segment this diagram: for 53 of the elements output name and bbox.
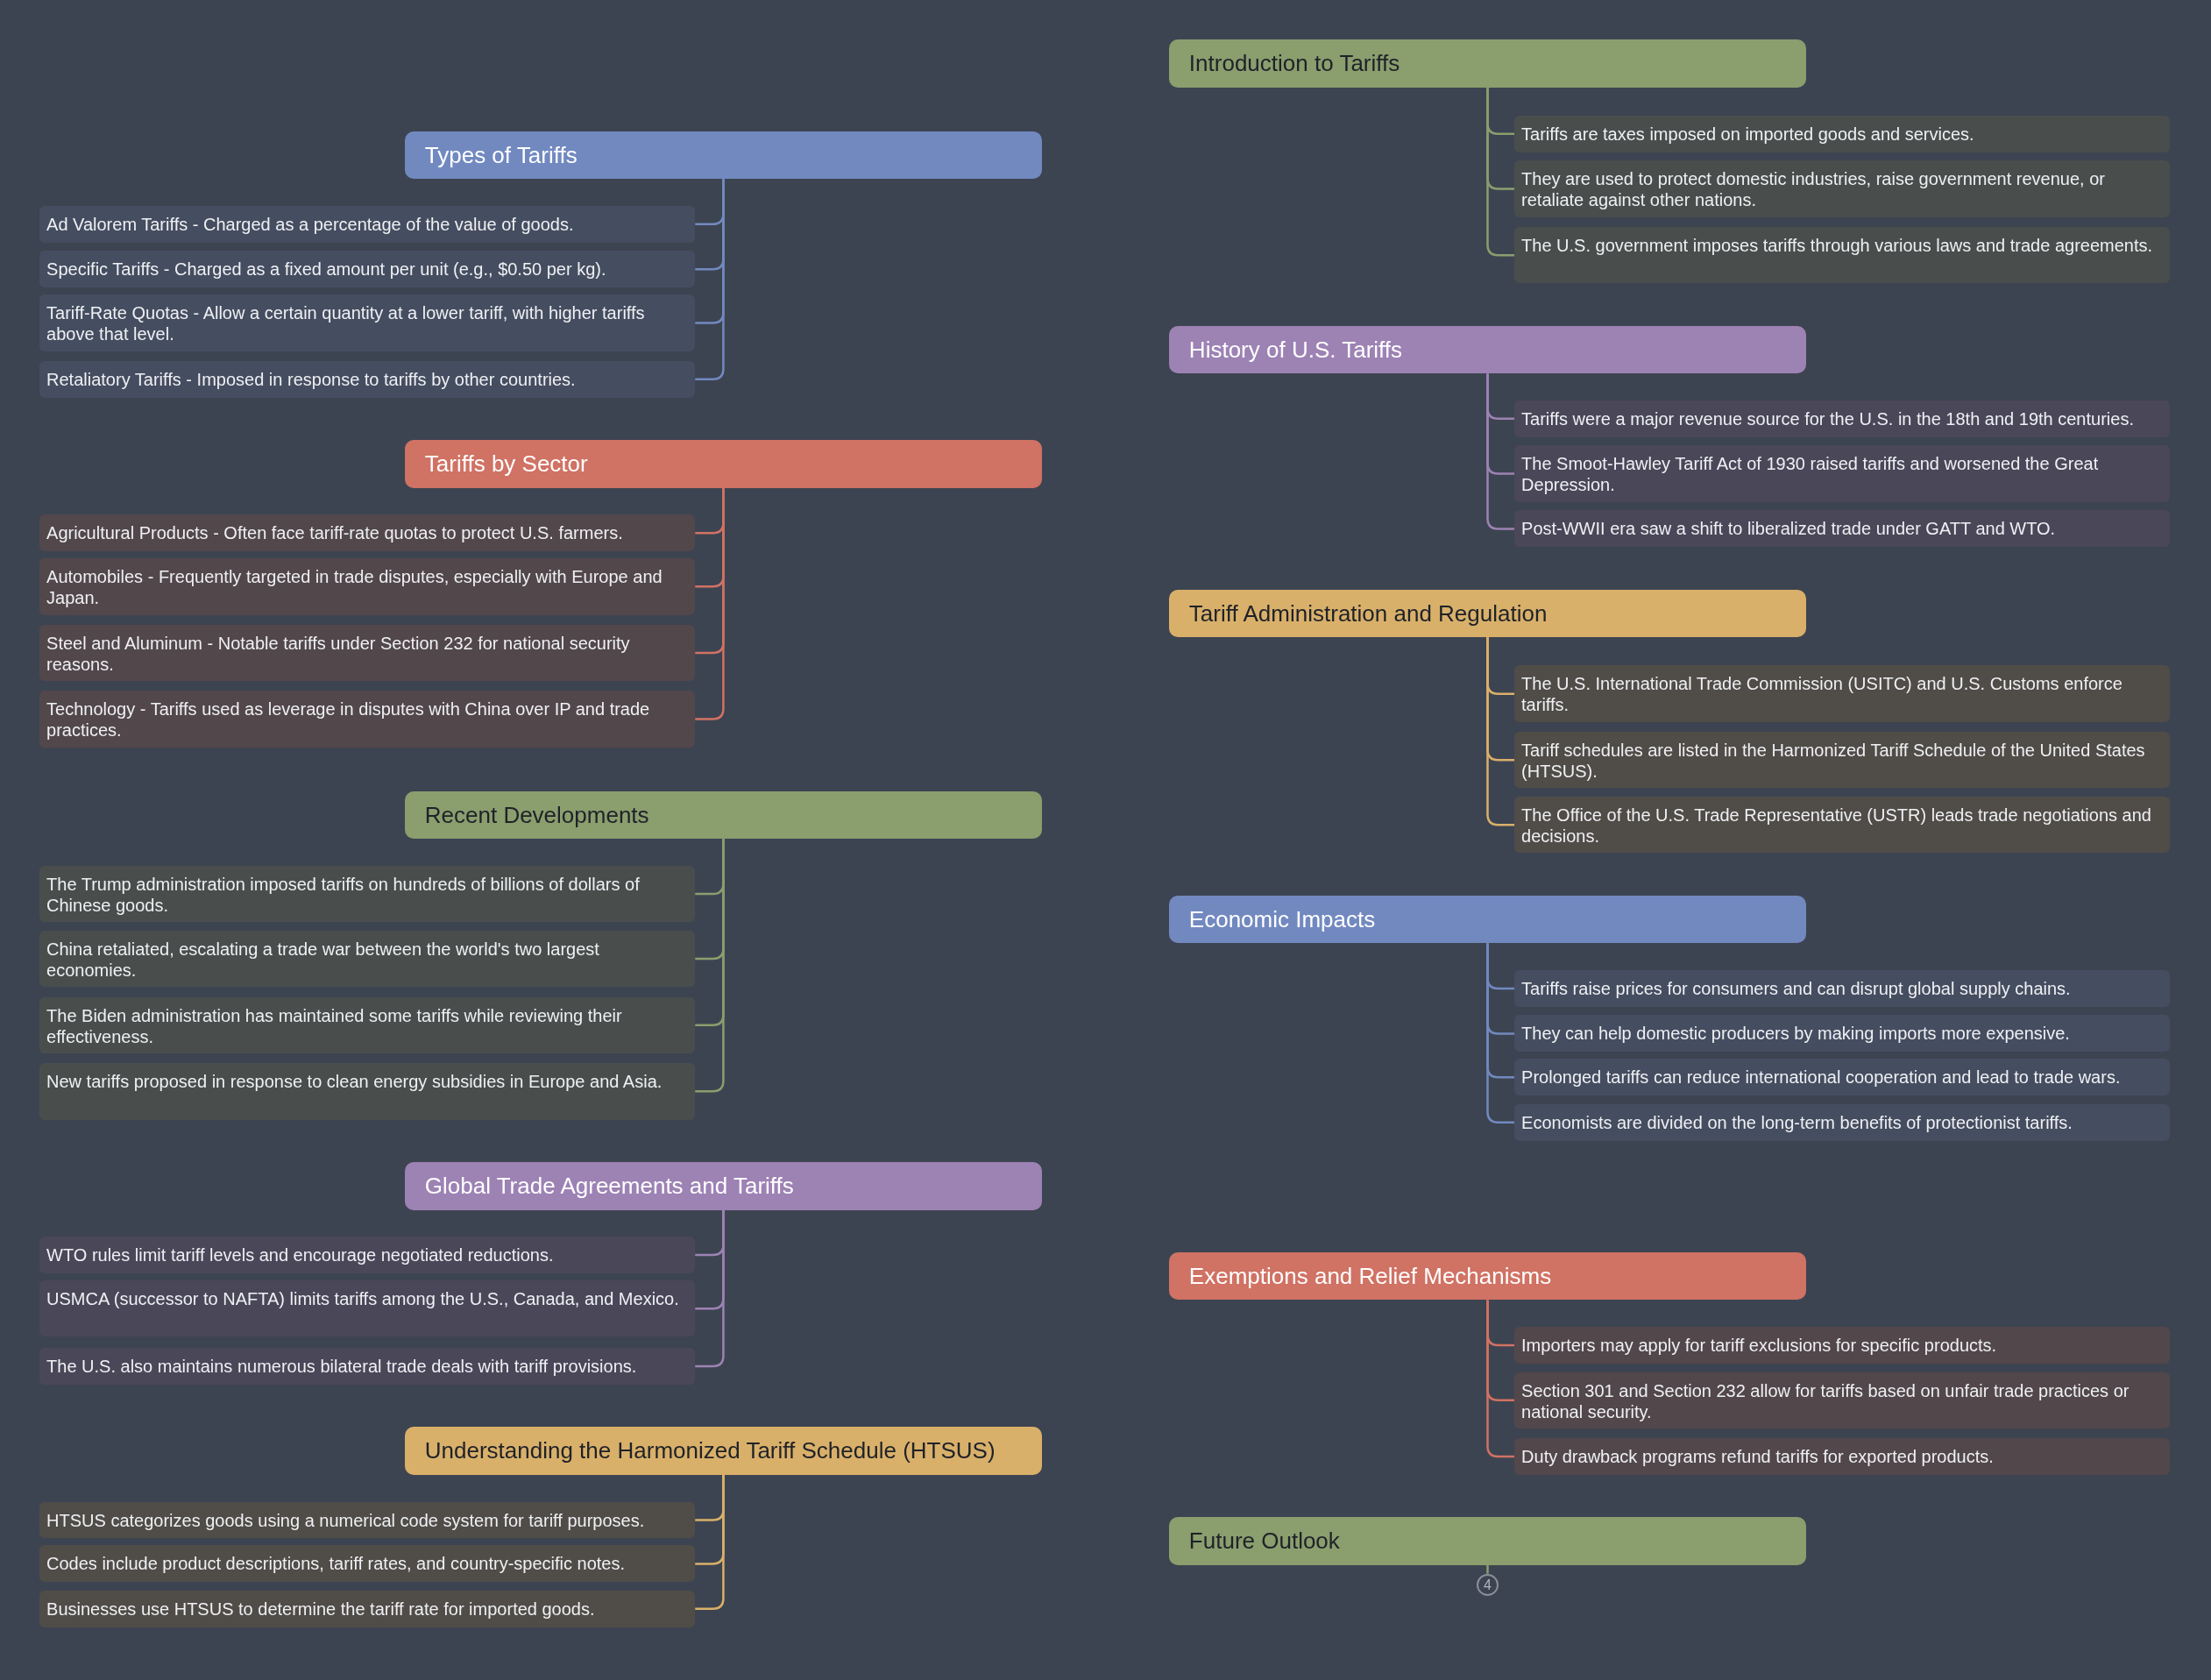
subtopic-box: The Smoot-Hawley Tariff Act of 1930 raised tariffs and worsened the Great Depression. [1514,445,2171,502]
topic-box: Exemptions and Relief Mechanisms [1168,1251,1807,1301]
subtopic-box: Retaliatory Tariffs - Imposed in response to tariffs by other countries. [39,360,696,398]
subtopic-box: The U.S. government imposes tariffs through various laws and trade agreements. [1514,227,2171,284]
topic-box: Future Outlook [1168,1517,1807,1565]
subtopic-box: Ad Valorem Tariffs - Charged as a percentage of the value of goods. [39,205,696,243]
connector-line [1486,943,1515,1124]
subtopic-box: New tariffs proposed in response to clean energy subsidies in Europe and Asia. [39,1063,696,1120]
topic-box: Global Trade Agreements and Tariffs [404,1161,1043,1210]
topic-box: Economic Impacts [1168,895,1807,944]
connector-line [695,1475,725,1611]
subtopic-box: Codes include product descriptions, tariff rates, and country-specific notes. [39,1545,696,1583]
subtopic-box: They are used to protect domestic industries, raise government revenue, or retaliate against other nations. [1514,160,2171,217]
subtopic-box: Technology - Tariffs used as leverage in disputes with China over IP and trade practices. [39,691,696,748]
subtopic-box: Tariffs are taxes imposed on imported goods and services. [1514,115,2171,152]
topic-box: Types of Tariffs [404,131,1043,180]
subtopic-box: Tariffs raise prices for consumers and can disrupt global supply chains. [1514,970,2171,1007]
subtopic-box: USMCA (successor to NAFTA) limits tariffs among the U.S., Canada, and Mexico. [39,1279,696,1337]
subtopic-box: The Office of the U.S. Trade Representative (USTR) leads trade negotiations and decisions. [1514,797,2171,854]
subtopic-box: HTSUS categorizes goods using a numerical code system for tariff purposes. [39,1501,696,1539]
subtopic-box: Agricultural Products - Often face tariff-rate quotas to protect U.S. farmers. [39,514,696,552]
subtopic-box: Tariff-Rate Quotas - Allow a certain quantity at a lower tariff, with higher tariffs above that level. [39,294,696,351]
connector-line [695,1209,725,1368]
subtopic-box: Steel and Aluminum - Notable tariffs under Section 232 for national security reasons. [39,624,696,682]
subtopic-box: Post-WWII era saw a shift to liberalized trade under GATT and WTO. [1514,510,2171,548]
collapsed-count-badge: 4 [1476,1573,1499,1597]
subtopic-box: The U.S. International Trade Commission (USITC) and U.S. Customs enforce tariffs. [1514,665,2171,722]
subtopic-box: Specific Tariffs - Charged as a fixed amount per unit (e.g., $0.50 per kg). [39,251,696,288]
connector-line [695,839,725,1093]
subtopic-box: The U.S. also maintains numerous bilateral trade deals with tariff provisions. [39,1348,696,1386]
subtopic-box: China retaliated, escalating a trade war between the world's two largest economies. [39,930,696,988]
topic-box: Introduction to Tariffs [1168,39,1807,88]
subtopic-box: Importers may apply for tariff exclusions for specific products. [1514,1327,2171,1364]
topic-box: Tariff Administration and Regulation [1168,589,1807,638]
topic-box: Recent Developments [404,790,1043,840]
topic-box: Tariffs by Sector [404,440,1043,488]
connector-line [695,487,725,720]
subtopic-box: Section 301 and Section 232 allow for tariffs based on unfair trade practices or national security. [1514,1372,2171,1428]
subtopic-box: Prolonged tariffs can reduce international cooperation and lead to trade wars. [1514,1059,2171,1096]
subtopic-box: Tariff schedules are listed in the Harmonized Tariff Schedule of the United States (HTSUS). [1514,732,2171,789]
subtopic-box: They can help domestic producers by making imports more expensive. [1514,1015,2171,1053]
connector-line [1486,1565,1489,1574]
subtopic-box: Automobiles - Frequently targeted in trade disputes, especially with Europe and Japan. [39,558,696,615]
subtopic-box: The Biden administration has maintained some tariffs while reviewing their effectiveness. [39,996,696,1053]
subtopic-box: The Trump administration imposed tariffs on hundreds of billions of dollars of Chinese goods. [39,865,696,923]
connector-line [695,179,725,381]
subtopic-box: Economists are divided on the long-term benefits of protectionist tariffs. [1514,1103,2171,1141]
subtopic-box: Tariffs were a major revenue source for the U.S. in the 18th and 19th centuries. [1514,400,2171,437]
subtopic-box: Duty drawback programs refund tariffs for exported products. [1514,1438,2171,1475]
topic-box: Understanding the Harmonized Tariff Schedule (HTSUS) [404,1427,1043,1475]
topic-box: History of U.S. Tariffs [1168,325,1807,374]
subtopic-box: Businesses use HTSUS to determine the tariff rate for imported goods. [39,1590,696,1627]
subtopic-box: WTO rules limit tariff levels and encourage negotiated reductions. [39,1237,696,1273]
